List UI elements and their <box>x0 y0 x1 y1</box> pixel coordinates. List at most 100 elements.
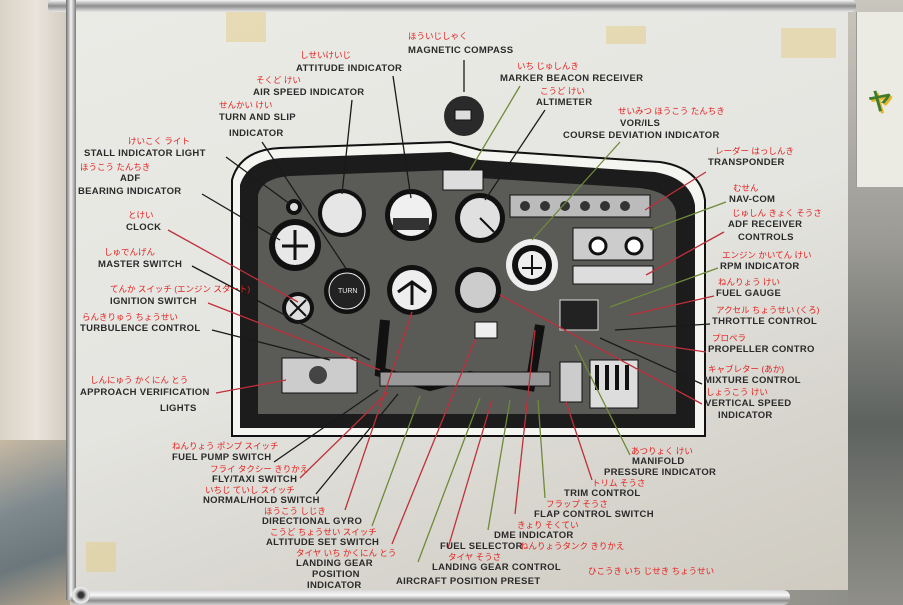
label-manifold: MANIFOLD <box>632 456 685 467</box>
label-fly-taxi-switch: FLY/TAXI SWITCH <box>212 474 298 485</box>
label-fuel-selector: FUEL SELECTOR <box>440 541 523 552</box>
label-adf: ADF <box>120 173 141 184</box>
label-throttle-control: THROTTLE CONTROL <box>712 316 818 327</box>
label-marker-beacon: MARKER BEACON RECEIVER <box>500 73 644 84</box>
gauge-rpm <box>455 267 501 313</box>
label-turn-and-slip: TURN AND SLIP <box>219 112 296 123</box>
label-transponder: TRANSPONDER <box>708 157 785 168</box>
jp-rpm-indicator: エンジン かいてん けい <box>722 250 812 260</box>
gauge-marker-beacon <box>442 169 484 191</box>
jp-altimeter: こうど けい <box>540 86 585 96</box>
jp-air-speed-indicator: そくど けい <box>256 75 301 85</box>
label-bearing-indicator: BEARING INDICATOR <box>78 186 182 197</box>
gauge-adf <box>269 219 321 271</box>
display-frame-left <box>66 0 76 600</box>
jp-vor-ils: せいみつ ほうこう たんちき <box>618 106 725 116</box>
jp-attitude-indicator: しせいけいじ <box>300 50 352 60</box>
label-stall-indicator: STALL INDICATOR LIGHT <box>84 148 206 159</box>
label-normal-hold-switch: NORMAL/HOLD SWITCH <box>203 495 320 506</box>
jp-vertical-speed: しょうこう けい <box>706 387 768 397</box>
radio-stack <box>509 194 654 285</box>
jp-fuel-selector: ねんりょうタンク きりかえ <box>520 541 625 551</box>
jp-adf-bearing: ほうこう たんちき <box>80 162 151 172</box>
tape-strip <box>226 12 266 42</box>
label-flap-control-switch: FLAP CONTROL SWITCH <box>534 509 654 520</box>
adjacent-sign-glyph: ヤ <box>868 89 892 116</box>
jp-turbulence-control: らんきりゅう ちょうせい <box>82 312 178 322</box>
label-turbulence-control: TURBULENCE CONTROL <box>80 323 201 334</box>
tape-strip <box>781 28 836 58</box>
magnetic-compass-gauge <box>444 96 484 136</box>
label-dme-indicator: DME INDICATOR <box>494 530 574 541</box>
label-approach-lights: LIGHTS <box>160 403 197 414</box>
lower-switch-panel <box>281 321 583 403</box>
label-vertical-speed-2: INDICATOR <box>718 410 773 421</box>
label-altimeter: ALTIMETER <box>536 97 593 108</box>
jp-adf-receiver: じゅしん きょく そうさ <box>732 208 822 218</box>
label-indicator: INDICATOR <box>307 580 362 591</box>
jp-normal-hold-switch: いちじ ていし スイッチ <box>205 485 295 495</box>
label-propeller-control: PROPELLER CONTRO <box>708 344 815 355</box>
jp-altitude-set-switch: こうど ちょうせい スイッチ <box>270 527 377 537</box>
label-vor-ils: VOR/ILS <box>620 118 661 129</box>
gauge-directional-gyro <box>387 265 437 315</box>
label-position: POSITION <box>312 569 360 580</box>
jp-dme-indicator: きょり そくてい <box>517 520 579 530</box>
gauge-clock <box>282 292 314 324</box>
label-trim-control: TRIM CONTROL <box>564 488 641 499</box>
label-landing-gear: LANDING GEAR <box>296 558 373 569</box>
gauge-vor-ils <box>506 239 558 291</box>
label-fuel-pump-switch: FUEL PUMP SWITCH <box>172 452 272 463</box>
tape-strip <box>86 542 116 572</box>
label-attitude-indicator: ATTITUDE INDICATOR <box>296 63 403 74</box>
label-master-switch: MASTER SWITCH <box>98 259 183 270</box>
tape-strip <box>606 26 646 44</box>
adjacent-sign <box>856 12 903 187</box>
jp-throttle-control: アクセル ちょうせい (くろ) <box>716 305 820 315</box>
jp-fuel-pump-switch: ねんりょう ポンプ スイッチ <box>172 441 279 451</box>
label-ignition-switch: IGNITION SWITCH <box>110 296 197 307</box>
label-air-speed-indicator: AIR SPEED INDICATOR <box>253 87 365 98</box>
gauge-altimeter <box>455 193 505 243</box>
display-frame-bottom <box>70 590 790 605</box>
jp-aircraft-position-preset: ひこうき いち じせき ちょうせい <box>588 566 715 576</box>
turn-label: TURN <box>338 288 357 295</box>
label-adf-receiver: ADF RECEIVER <box>728 219 803 230</box>
label-aircraft-position-preset: AIRCRAFT POSITION PRESET <box>396 576 541 587</box>
jp-fuel-gauge: ねんりょう けい <box>718 277 780 287</box>
label-clock: CLOCK <box>126 222 162 233</box>
jp-magnetic-compass: ほういじしゃく <box>408 31 468 41</box>
jp-master-switch: しゅでんげん <box>104 247 156 257</box>
label-nav-com: NAV-COM <box>729 194 776 205</box>
gauge-stall-light <box>286 199 302 215</box>
jp-turn-and-slip: せんかい けい <box>219 100 273 110</box>
label-approach-verification: APPROACH VERIFICATION <box>80 387 210 398</box>
jp-ignition-switch: てんか スイッチ (エンジン スタート) <box>110 284 251 294</box>
label-vertical-speed: VERTICAL SPEED <box>705 398 792 409</box>
jp-marker-beacon: いち じゅしんき <box>517 61 579 71</box>
gauge-airspeed <box>318 189 366 237</box>
gauge-turn-slip: TURN <box>324 268 370 314</box>
jp-flap-control-switch: フラップ そうさ <box>546 499 608 509</box>
jp-transponder: レーダー はっしんき <box>715 146 794 156</box>
label-altitude-set-switch: ALTITUDE SET SWITCH <box>266 537 380 548</box>
label-pressure-indicator: PRESSURE INDICATOR <box>604 467 717 478</box>
jp-mixture-control: キャブレター (あか) <box>708 364 785 374</box>
label-rpm-indicator: RPM INDICATOR <box>720 261 800 272</box>
frame-bolt <box>72 586 90 604</box>
label-magnetic-compass: MAGNETIC COMPASS <box>408 45 514 56</box>
jp-propeller-control: プロペラ <box>712 333 747 343</box>
jp-nav-com: むせん <box>733 183 759 193</box>
jp-approach-lights: しんにゅう かくにん とう <box>90 375 189 385</box>
label-directional-gyro: DIRECTIONAL GYRO <box>262 516 363 527</box>
jp-fly-taxi-switch: フライ タクシー きりかえ <box>210 464 309 474</box>
display-frame-top <box>48 0 856 12</box>
gauge-attitude <box>385 189 437 241</box>
control-yoke <box>374 319 551 392</box>
label-fuel-gauge: FUEL GAUGE <box>716 288 782 299</box>
jp-directional-gyro: ほうこう しじき <box>264 506 326 516</box>
jp-landing-gear-position: タイヤ いち かくにん とう <box>296 548 397 558</box>
jp-manifold-pressure: あつりょく けい <box>631 446 693 456</box>
jp-stall-indicator: けいこく ライト <box>128 136 190 146</box>
